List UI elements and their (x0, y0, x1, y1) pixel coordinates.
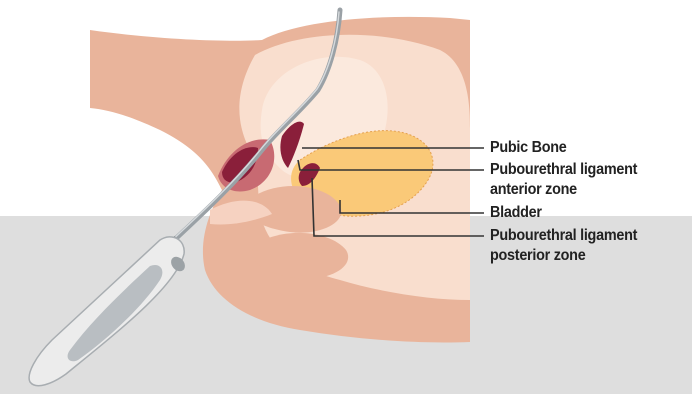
label-bladder: Bladder (490, 203, 542, 222)
label-anterior-line1: Pubourethral ligament (490, 160, 637, 179)
label-posterior-line2: posterior zone (490, 246, 585, 265)
label-anterior-line2: anterior zone (490, 180, 577, 199)
label-posterior-line1: Pubourethral ligament (490, 226, 637, 245)
label-pubic-bone: Pubic Bone (490, 138, 567, 157)
